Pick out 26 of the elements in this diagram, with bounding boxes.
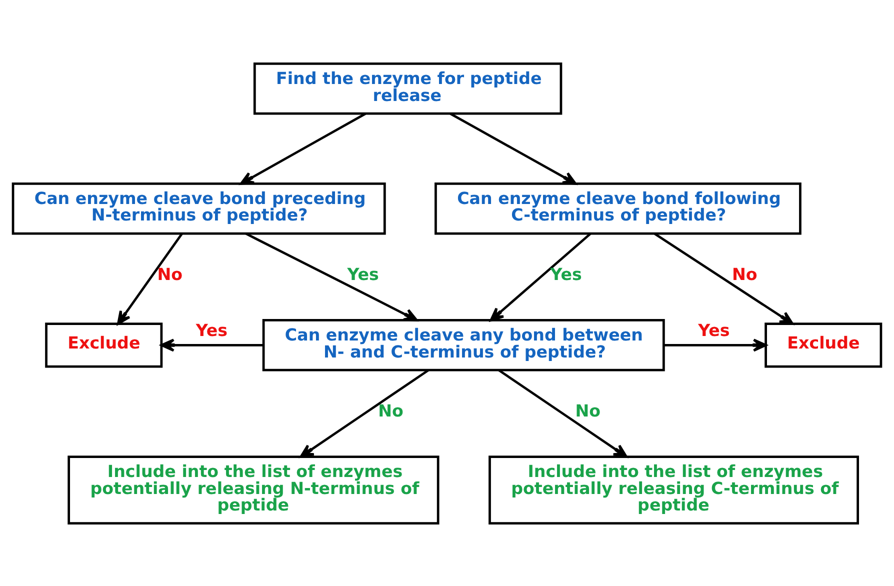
arrow: [490, 232, 592, 321]
edge-label: Yes: [698, 320, 730, 340]
arrow: [300, 368, 430, 458]
arrow: [498, 368, 628, 458]
edge-label: No: [378, 401, 404, 420]
node-box: Can enzyme cleave bond following C-terminus of peptide?: [434, 182, 802, 234]
arrow: [240, 112, 366, 184]
node-box: Include into the list of enzymes potentially releasing N-terminus of peptide: [68, 455, 440, 524]
node-box: Find the enzyme for peptide release: [253, 62, 562, 114]
arrow: [117, 232, 183, 324]
edge-label: No: [575, 401, 601, 420]
edge-label: Yes: [196, 320, 228, 340]
arrow: [450, 112, 577, 184]
node-box: Can enzyme cleave any bond between N- and C-terminus of peptide?: [262, 318, 665, 371]
node-box: Include into the list of enzymes potentially releasing C-terminus of peptide: [488, 455, 859, 524]
arrow: [245, 232, 418, 321]
arrow: [654, 232, 794, 324]
arrow: [664, 338, 767, 352]
node-box: Exclude: [45, 322, 163, 368]
edge-label: Yes: [550, 264, 582, 284]
node-box: Can enzyme cleave bond preceding N-terminus of peptide?: [12, 182, 386, 234]
node-box: Exclude: [764, 322, 882, 368]
edge-label: Yes: [347, 264, 379, 284]
edge-label: No: [157, 264, 183, 284]
edge-label: No: [732, 264, 758, 284]
arrow: [160, 338, 264, 352]
